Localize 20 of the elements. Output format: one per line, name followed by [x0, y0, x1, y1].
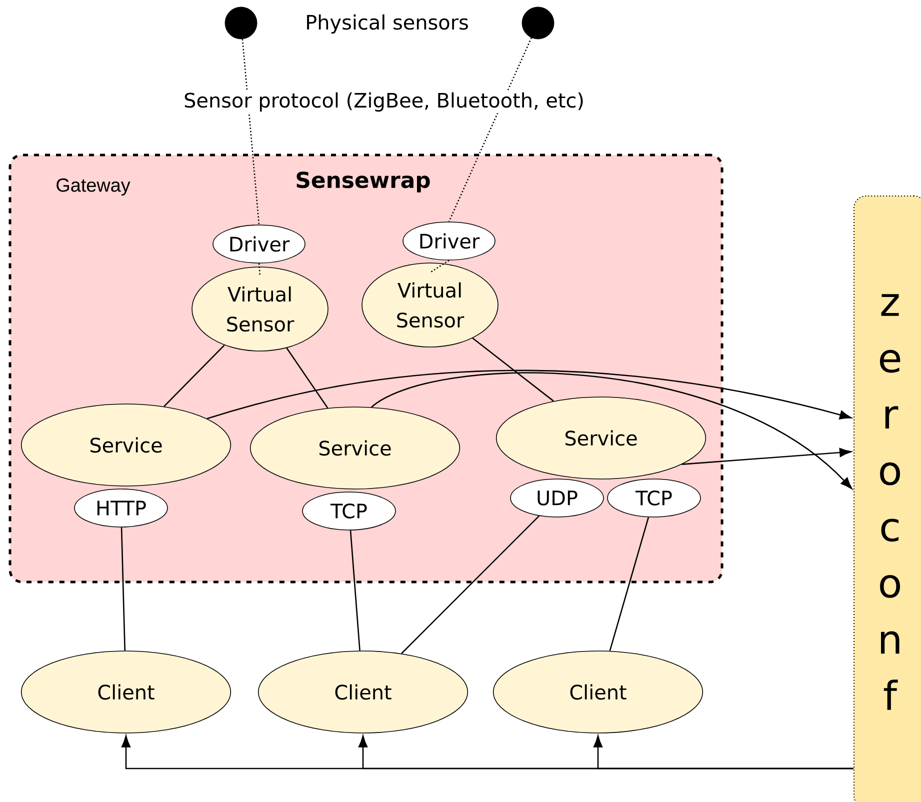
dotted-line: [448, 38, 532, 222]
connector-line: [350, 530, 360, 651]
dotted-line: [242, 39, 260, 225]
connector-line: [609, 517, 650, 652]
text-label: Sensor protocol (ZigBee, Bluetooth, etc): [182, 90, 586, 114]
dotted-line: [258, 263, 261, 277]
sensor-dot: [522, 6, 554, 40]
arrow: [206, 370, 852, 420]
connector-line: [286, 348, 328, 408]
arrow: [682, 448, 852, 465]
zeroconf-bar: zeroconf: [854, 196, 921, 802]
connector-line: [164, 344, 225, 407]
connector-line: [401, 515, 540, 654]
sensor-dot: [224, 6, 258, 40]
connector-line: [120, 527, 126, 651]
dotted-line: [430, 260, 450, 274]
arrow: [593, 736, 854, 770]
text-label: Physical sensors: [304, 12, 470, 36]
arrow: [371, 372, 852, 490]
connector-line: [472, 338, 554, 402]
